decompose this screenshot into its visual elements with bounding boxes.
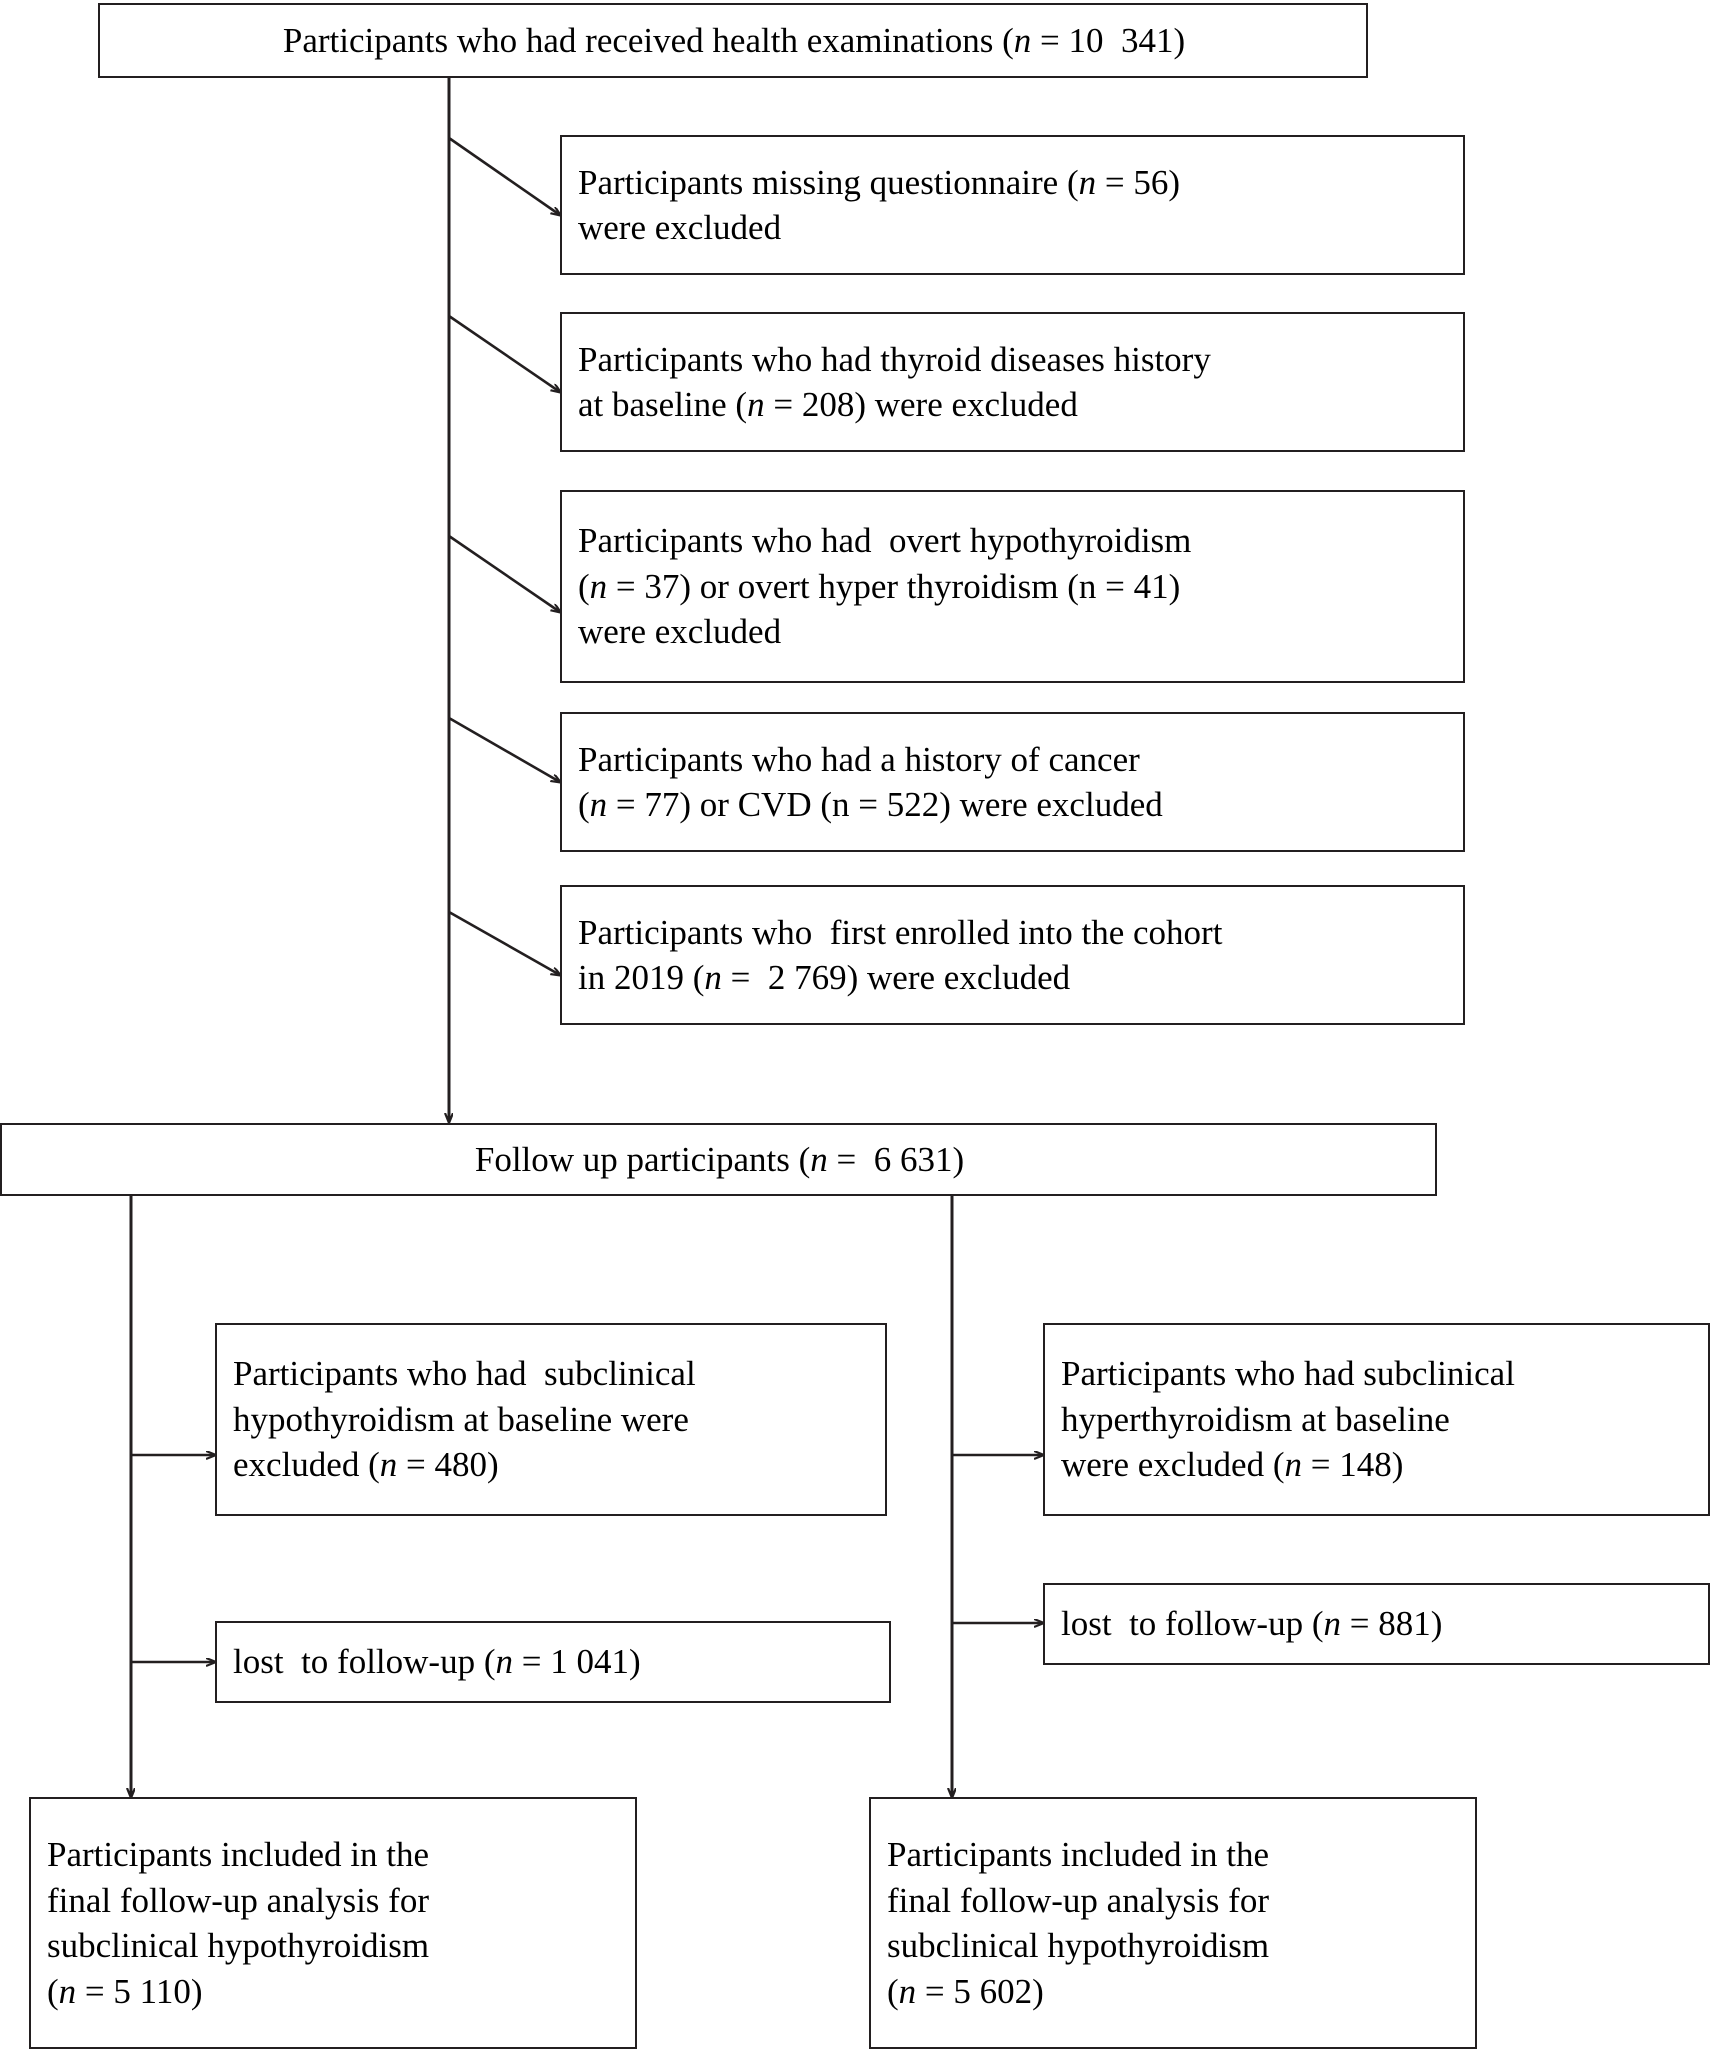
node-exclusion-enrolled-2019: Participants who first enrolled into the… <box>560 885 1465 1025</box>
node-exclusion-questionnaire-line-1: were excluded <box>578 208 782 247</box>
node-right-final-analysis: Participants included in the final follo… <box>869 1797 1477 2049</box>
node-left-lost-followup: lost to follow-up (n = 1 041) <box>215 1621 891 1703</box>
node-exclusion-thyroid-history: Participants who had thyroid diseases hi… <box>560 312 1465 452</box>
node-right-exclusion-subclinical-hyper-line-0: Participants who had subclinical <box>1061 1354 1515 1394</box>
node-right-exclusion-subclinical-hyper-line-1: hyperthyroidism at baseline <box>1061 1399 1450 1439</box>
node-exclusion-enrolled-2019-line-0: Participants who first enrolled into the… <box>578 912 1223 952</box>
node-exclusion-overt-thyroid-line-1: (n = 37) or overt hyper thyroidism (n = … <box>578 566 1181 606</box>
node-right-final-analysis-line-3: (n = 5 602) <box>887 1971 1044 2011</box>
node-exclusion-cancer-cvd-line-1: (n = 77) or CVD (n = 522) were excluded <box>578 785 1163 824</box>
node-right-exclusion-subclinical-hyper: Participants who had subclinical hyperth… <box>1043 1323 1710 1516</box>
node-exclusion-thyroid-history-line-1: at baseline (n = 208) were excluded <box>578 385 1078 424</box>
node-top-line-0: Participants who had received health exa… <box>282 20 1186 60</box>
node-right-lost-followup: lost to follow-up (n = 881) <box>1043 1583 1710 1665</box>
node-left-final-analysis: Participants included in the final follo… <box>29 1797 637 2049</box>
node-exclusion-overt-thyroid: Participants who had overt hypothyroidis… <box>560 490 1465 683</box>
node-left-exclusion-subclinical-hypo-line-2: excluded (n = 480) <box>233 1445 499 1485</box>
node-followup: Follow up participants (n = 6 631) <box>0 1123 1437 1196</box>
node-left-exclusion-subclinical-hypo: Participants who had subclinical hypothy… <box>215 1323 887 1516</box>
node-exclusion-overt-thyroid-line-0: Participants who had overt hypothyroidis… <box>578 521 1192 561</box>
node-left-final-analysis-line-0: Participants included in the <box>47 1835 429 1874</box>
node-left-exclusion-subclinical-hypo-line-0: Participants who had subclinical <box>233 1354 696 1394</box>
node-left-final-analysis-line-3: (n = 5 110) <box>47 1971 203 2011</box>
node-exclusion-questionnaire: Participants missing questionnaire (n = … <box>560 135 1465 275</box>
node-right-final-analysis-line-2: subclinical hypothyroidism <box>887 1926 1270 1965</box>
node-left-lost-followup-line-0: lost to follow-up (n = 1 041) <box>233 1642 641 1682</box>
node-left-exclusion-subclinical-hypo-line-1: hypothyroidism at baseline were <box>233 1399 689 1439</box>
node-followup-line-0: Follow up participants (n = 6 631) <box>474 1139 965 1179</box>
node-right-exclusion-subclinical-hyper-line-2: were excluded (n = 148) <box>1061 1445 1404 1485</box>
node-exclusion-cancer-cvd: Participants who had a history of cancer… <box>560 712 1465 852</box>
node-right-lost-followup-line-0: lost to follow-up (n = 881) <box>1061 1604 1443 1644</box>
node-top: Participants who had received health exa… <box>98 3 1368 78</box>
node-right-final-analysis-line-0: Participants included in the <box>887 1835 1269 1874</box>
node-exclusion-questionnaire-line-0: Participants missing questionnaire (n = … <box>578 162 1181 202</box>
node-left-final-analysis-line-1: final follow-up analysis for <box>47 1880 429 1920</box>
node-exclusion-overt-thyroid-line-2: were excluded <box>578 612 782 652</box>
node-exclusion-cancer-cvd-line-0: Participants who had a history of cancer <box>578 739 1140 779</box>
node-right-final-analysis-line-1: final follow-up analysis for <box>887 1880 1269 1920</box>
node-exclusion-thyroid-history-line-0: Participants who had thyroid diseases hi… <box>578 339 1211 379</box>
node-exclusion-enrolled-2019-line-1: in 2019 (n = 2 769) were excluded <box>578 958 1071 997</box>
node-left-final-analysis-line-2: subclinical hypothyroidism <box>47 1926 430 1965</box>
